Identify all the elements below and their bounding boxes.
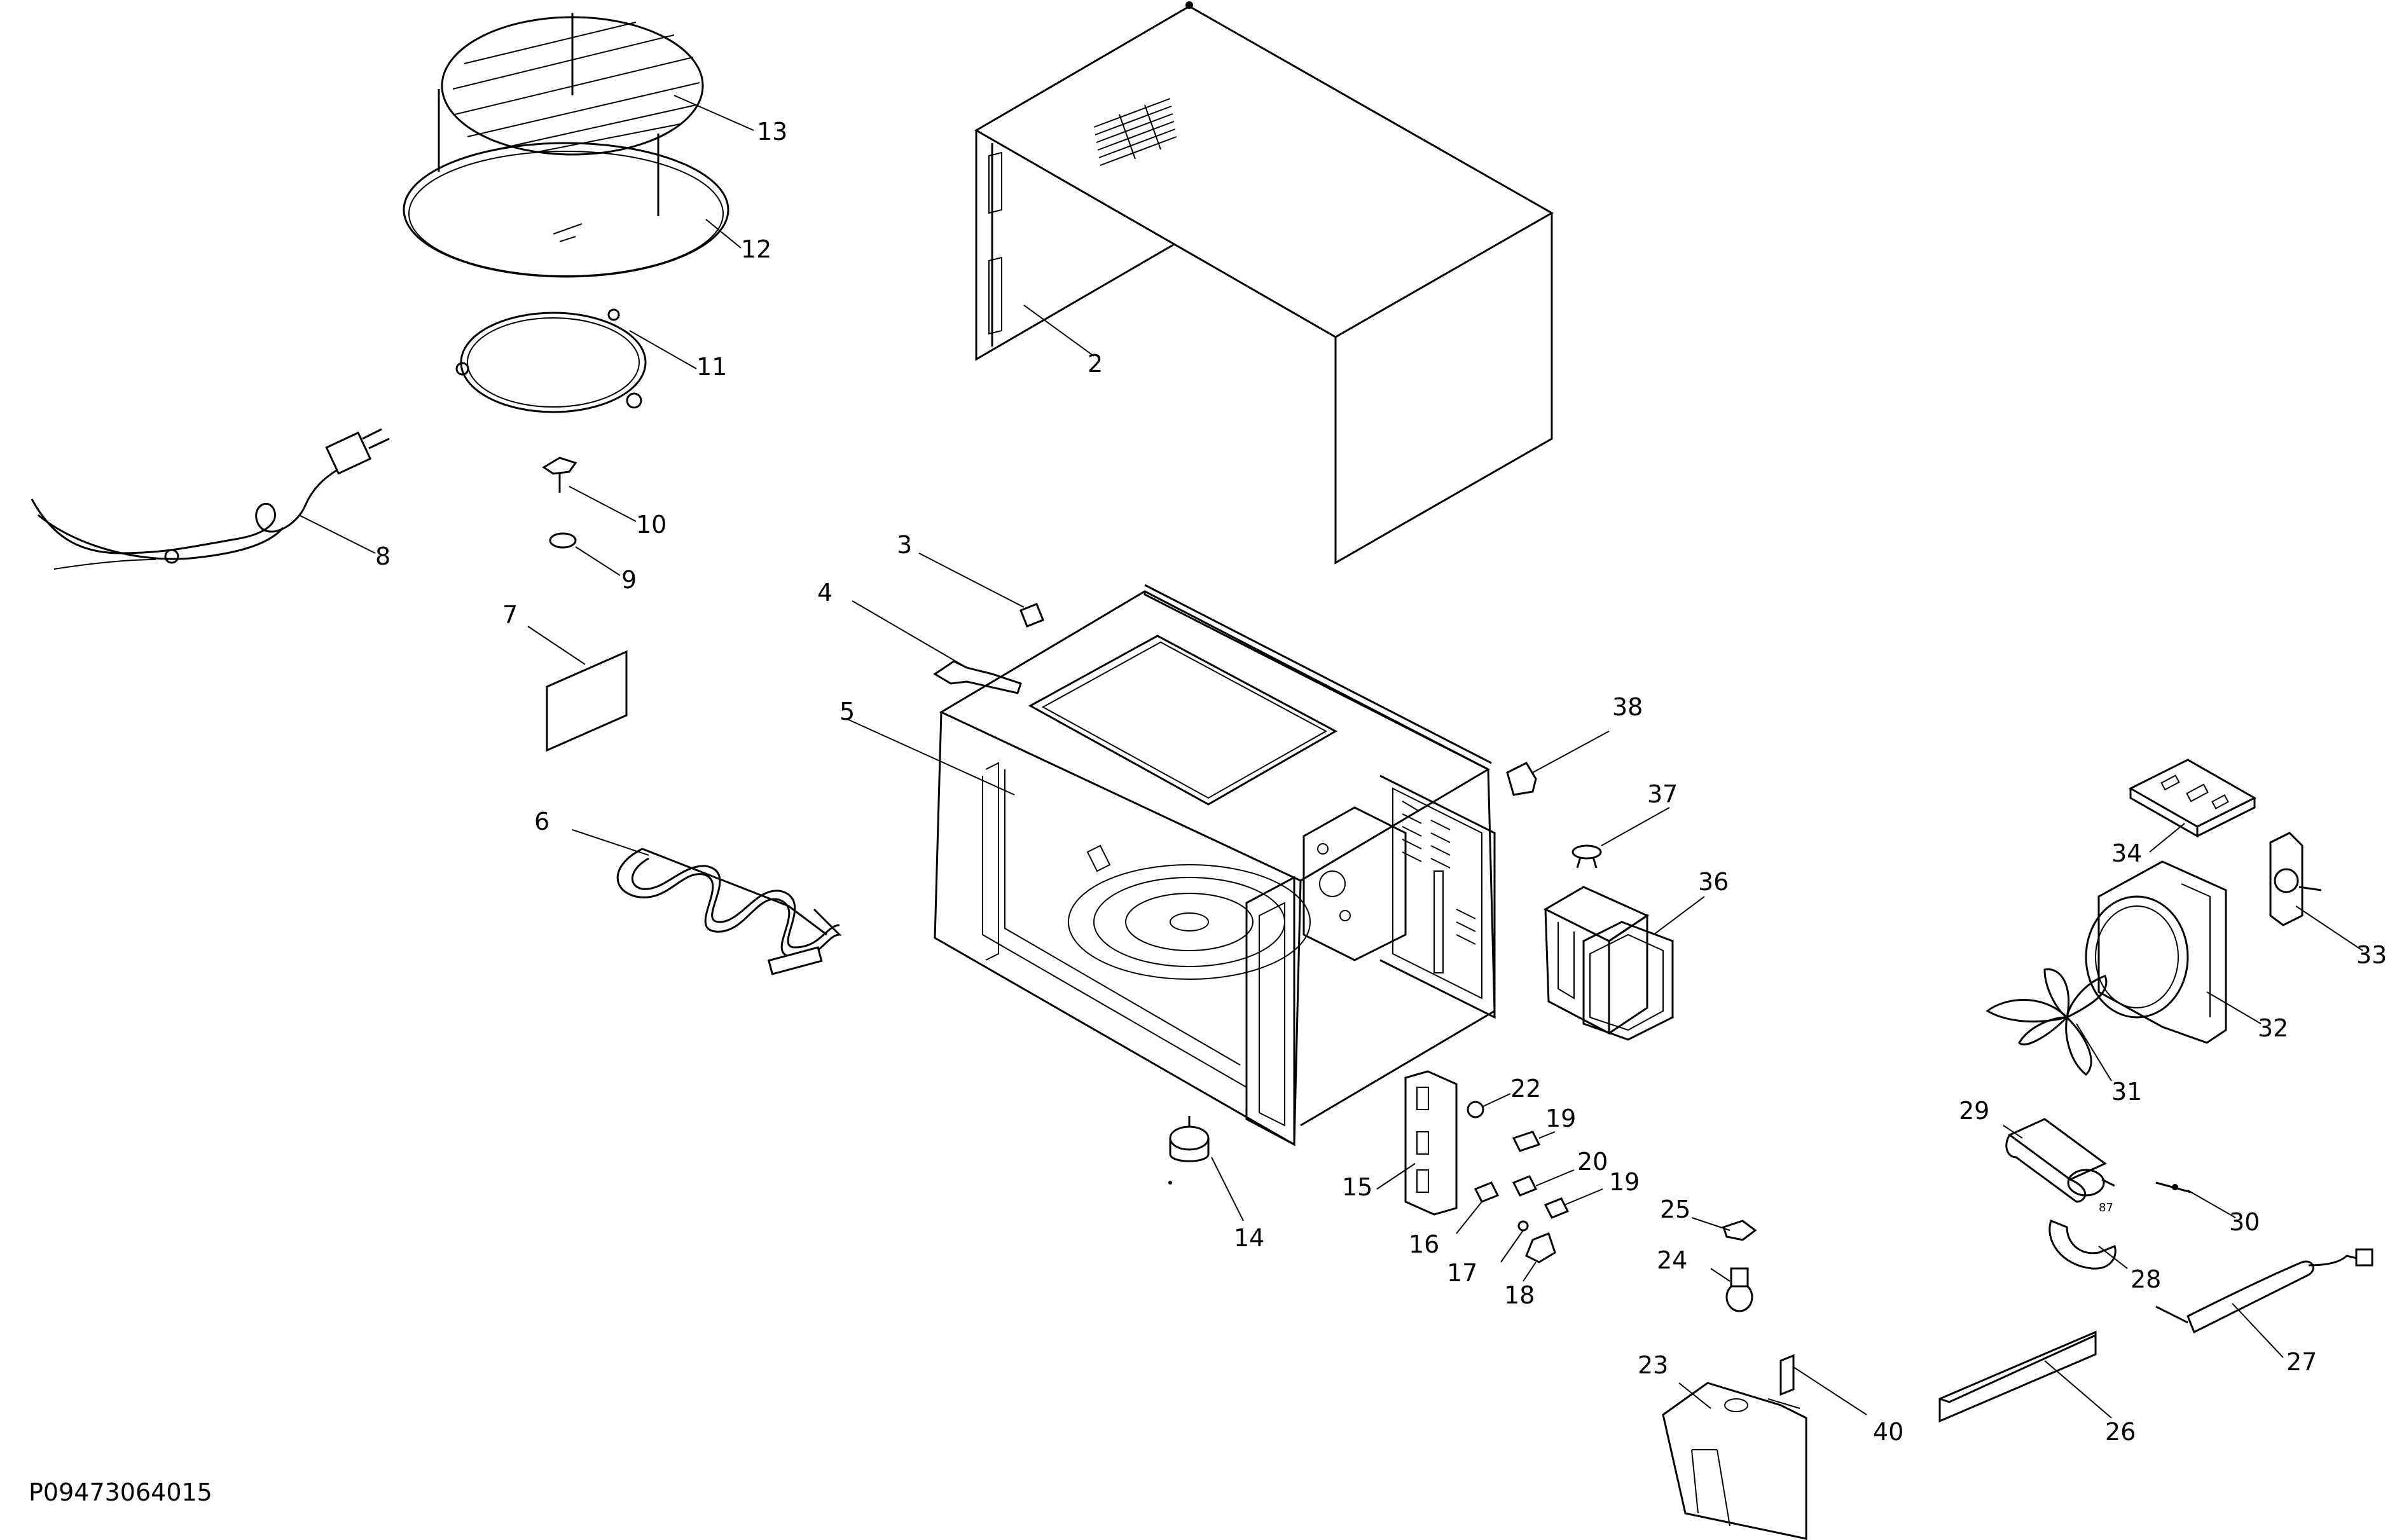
callout-22: 22 bbox=[1510, 1075, 1541, 1103]
callout-10: 10 bbox=[636, 511, 667, 539]
part-22-switch bbox=[1467, 1093, 1511, 1118]
callout-26: 26 bbox=[2105, 1418, 2136, 1446]
part-14-turntable-motor bbox=[1168, 1116, 1244, 1221]
part-6-heating-element bbox=[572, 829, 842, 975]
callout-2: 2 bbox=[1088, 350, 1103, 378]
part-5-cavity-body bbox=[845, 584, 1496, 1146]
callout-4: 4 bbox=[817, 579, 832, 607]
part-13-grill-rack bbox=[438, 13, 754, 216]
part-30-fuse bbox=[2155, 1181, 2236, 1218]
callout-33: 33 bbox=[2356, 941, 2387, 969]
callout-17: 17 bbox=[1447, 1259, 1477, 1287]
part-26-strip bbox=[1938, 1330, 2112, 1423]
callout-12: 12 bbox=[741, 235, 771, 263]
part-15-switch-holder bbox=[1376, 1070, 1458, 1216]
part-27-hv-cable bbox=[2155, 1248, 2373, 1358]
part-31-fan-blade bbox=[1986, 968, 2112, 1082]
callout-24: 24 bbox=[1657, 1246, 1687, 1274]
callout-31: 31 bbox=[2111, 1078, 2142, 1106]
callout-16: 16 bbox=[1409, 1230, 1439, 1258]
part-12-turntable-plate bbox=[403, 142, 742, 278]
callout-14: 14 bbox=[1234, 1224, 1264, 1252]
callout-25: 25 bbox=[1660, 1195, 1690, 1223]
callout-18: 18 bbox=[1504, 1281, 1535, 1309]
part-36-transformer bbox=[1543, 886, 1705, 1041]
part-9-washer bbox=[549, 532, 621, 576]
callout-34: 34 bbox=[2111, 839, 2142, 867]
callout-28: 28 bbox=[2131, 1265, 2161, 1293]
callout-37: 37 bbox=[1647, 780, 1678, 808]
callout-15: 15 bbox=[1342, 1173, 1372, 1201]
callout-5: 5 bbox=[839, 698, 855, 725]
callout-13: 13 bbox=[757, 118, 787, 146]
part-10-coupler bbox=[542, 457, 637, 522]
callout-9: 9 bbox=[621, 566, 637, 594]
part-28-capacitor-clamp: 87 bbox=[2048, 1201, 2128, 1270]
callout-32: 32 bbox=[2258, 1014, 2288, 1042]
callout-7: 7 bbox=[502, 601, 518, 629]
part-3-pad bbox=[918, 553, 1044, 628]
part-17-spring bbox=[1500, 1220, 1529, 1263]
part-24-lamp bbox=[1710, 1267, 1753, 1312]
part-8-power-cord bbox=[31, 428, 390, 570]
callout-19-lower: 19 bbox=[1609, 1168, 1640, 1196]
part-2-outer-cabinet bbox=[974, 1, 1554, 565]
part-16-switch bbox=[1456, 1181, 1500, 1234]
part-33-motor-bracket bbox=[2269, 832, 2363, 951]
part-34-control-board bbox=[2128, 759, 2257, 853]
svg-text:87: 87 bbox=[2099, 1201, 2113, 1214]
part-20-switch bbox=[1512, 1169, 1575, 1197]
callout-30: 30 bbox=[2229, 1208, 2260, 1236]
callout-8: 8 bbox=[375, 542, 390, 570]
callout-23: 23 bbox=[1638, 1351, 1668, 1379]
callout-19-upper: 19 bbox=[1545, 1104, 1576, 1132]
part-25-lamp-holder bbox=[1691, 1217, 1757, 1241]
part-37-thermal-cutout bbox=[1572, 807, 1670, 869]
part-38-switch-bracket bbox=[1506, 731, 1610, 796]
drawing-code: P09473064015 bbox=[29, 1478, 212, 1506]
callout-29: 29 bbox=[1959, 1097, 1989, 1125]
callout-11: 11 bbox=[696, 353, 727, 381]
cabinet-vent-grille bbox=[1093, 98, 1177, 166]
callout-3: 3 bbox=[897, 531, 912, 559]
callout-labels: 2 3 4 5 6 7 8 9 10 11 12 13 14 15 16 17 … bbox=[375, 118, 2387, 1446]
callout-6: 6 bbox=[534, 808, 549, 835]
callout-40: 40 bbox=[1873, 1418, 1903, 1446]
callout-27: 27 bbox=[2286, 1348, 2317, 1376]
part-19-switch-bottom bbox=[1544, 1188, 1603, 1219]
callout-38: 38 bbox=[1612, 693, 1643, 721]
cavity-side-vents bbox=[1402, 801, 1476, 973]
part-23-duct-cover bbox=[1662, 1382, 1807, 1540]
part-19-switch-top bbox=[1512, 1131, 1556, 1152]
part-32-fan-duct bbox=[2085, 860, 2262, 1044]
part-7-label-card bbox=[527, 626, 628, 752]
part-40-clip bbox=[1779, 1354, 1867, 1415]
callout-36: 36 bbox=[1698, 868, 1729, 896]
part-11-roller-ring bbox=[455, 308, 697, 413]
part-18-lever bbox=[1523, 1232, 1556, 1282]
part-4-bracket bbox=[852, 600, 1022, 694]
part-29-capacitor bbox=[2003, 1118, 2115, 1203]
callout-20: 20 bbox=[1577, 1148, 1608, 1176]
